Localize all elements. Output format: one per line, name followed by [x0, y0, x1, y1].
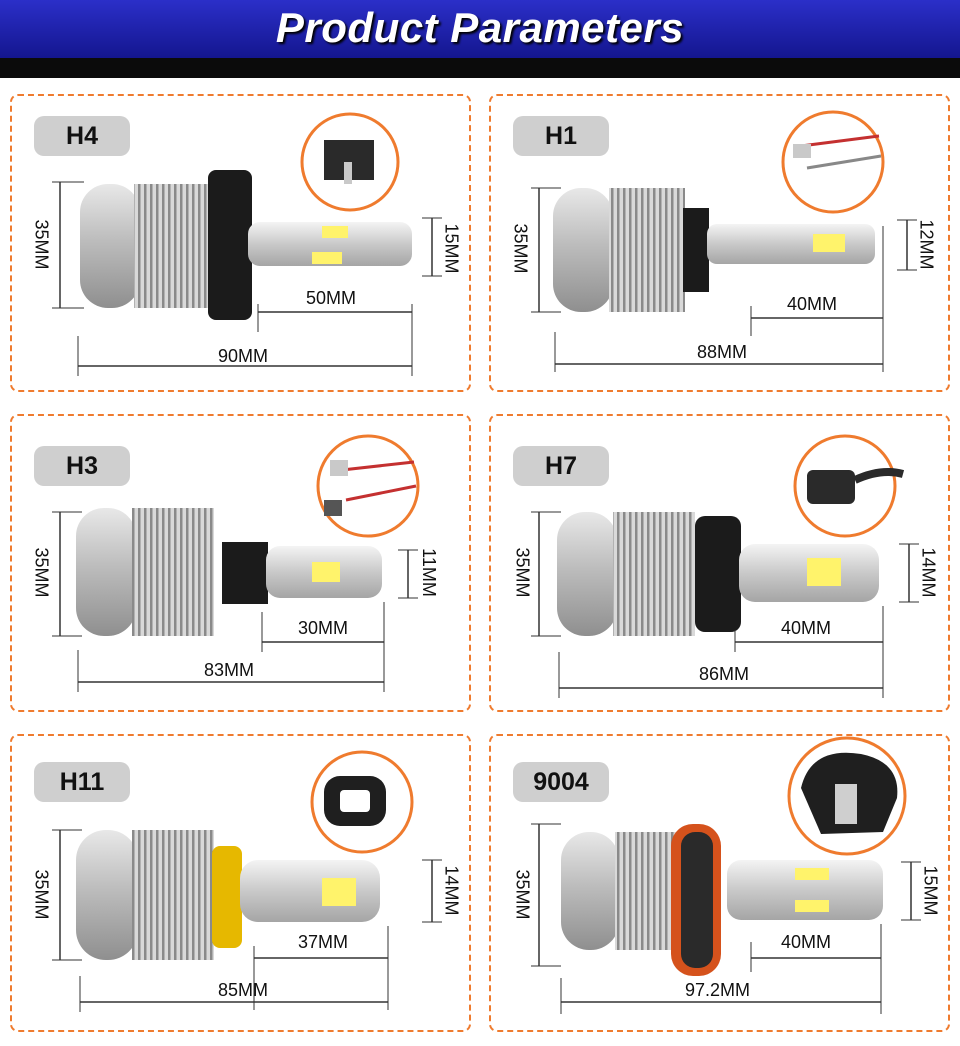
beam-width-dimension: 14MM — [441, 865, 462, 916]
beam-width-dimension: 15MM — [441, 223, 462, 274]
bulb-illustration — [52, 434, 420, 692]
product-type-label: H4 — [34, 116, 130, 156]
total-length-dimension: 86MM — [699, 664, 750, 684]
bulb-illustration — [531, 736, 921, 1014]
product-card-h4: H4 35MM 15MM 50MM 90MM — [10, 94, 471, 392]
product-card-9004: 9004 35MM 15MM 40MM 97.2MM — [489, 734, 950, 1032]
bulb-illustration — [531, 110, 917, 372]
diameter-dimension: 35MM — [512, 547, 533, 598]
beam-length-dimension: 40MM — [787, 294, 838, 314]
product-card-h7: H7 35MM 14MM 40MM 86MM — [489, 414, 950, 712]
beam-length-dimension: 50MM — [306, 288, 357, 308]
beam-length-dimension: 30MM — [298, 618, 349, 638]
product-type-label: H3 — [34, 446, 130, 486]
beam-width-dimension: 12MM — [916, 219, 937, 270]
product-card-h3: H3 35MM 11MM 30MM 83MM — [10, 414, 471, 712]
total-length-dimension: 85MM — [218, 980, 269, 1000]
product-type-label: 9004 — [513, 762, 609, 802]
beam-length-dimension: 37MM — [298, 932, 349, 952]
page-title: Product Parameters — [275, 4, 685, 51]
diameter-dimension: 35MM — [31, 219, 52, 270]
title-banner — [0, 0, 960, 58]
diameter-dimension: 35MM — [510, 223, 531, 274]
title-underline-bar — [0, 58, 960, 78]
bulb-illustration — [52, 112, 442, 376]
diameter-dimension: 35MM — [512, 869, 533, 920]
product-type-label: H11 — [34, 762, 130, 802]
beam-length-dimension: 40MM — [781, 932, 832, 952]
diameter-dimension: 35MM — [31, 547, 52, 598]
total-length-dimension: 83MM — [204, 660, 255, 680]
beam-length-dimension: 40MM — [781, 618, 832, 638]
beam-width-dimension: 11MM — [418, 548, 439, 597]
total-length-dimension: 88MM — [697, 342, 748, 362]
total-length-dimension: 97.2MM — [685, 980, 751, 1000]
product-card-h1: H1 35MM 12MM 40MM 88MM — [489, 94, 950, 392]
product-type-label: H1 — [513, 116, 609, 156]
product-card-h11: H11 35MM 14MM 37MM 85MM — [10, 734, 471, 1032]
diameter-dimension: 35MM — [31, 869, 52, 920]
beam-width-dimension: 14MM — [918, 547, 939, 598]
total-length-dimension: 90MM — [218, 346, 269, 366]
beam-width-dimension: 15MM — [920, 865, 941, 916]
bulb-illustration — [531, 434, 919, 698]
bulb-illustration — [52, 750, 442, 1012]
product-type-label: H7 — [513, 446, 609, 486]
